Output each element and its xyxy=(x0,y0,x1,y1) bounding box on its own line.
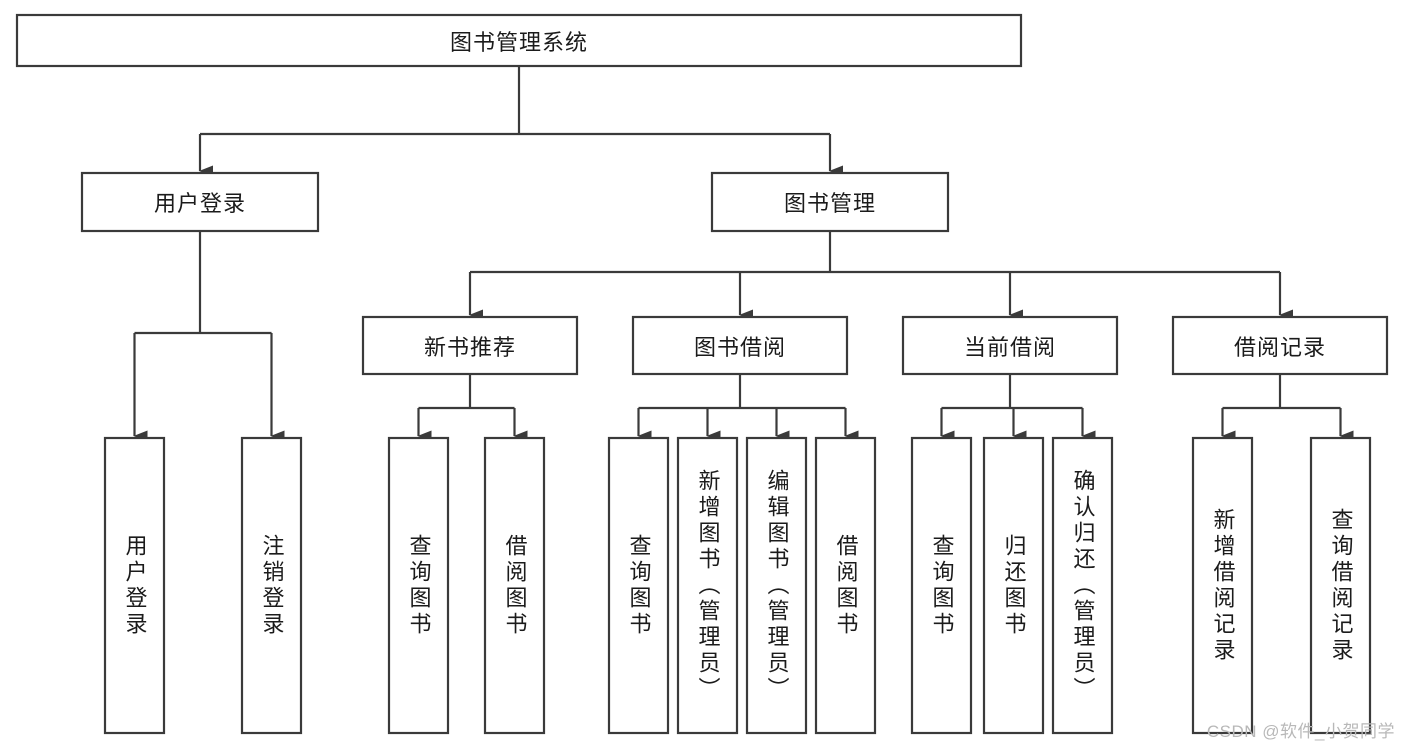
node-boxes xyxy=(15,13,1389,735)
node-box-borrow-record[interactable] xyxy=(1171,315,1389,376)
node-box-leaf-logout[interactable] xyxy=(240,436,303,735)
node-box-current-borrow[interactable] xyxy=(901,315,1119,376)
node-box-leaf-query-book-borrow[interactable] xyxy=(607,436,670,735)
connector-edges xyxy=(133,67,1354,442)
watermark-text: CSDN @软件_小贺同学 xyxy=(1206,722,1395,741)
node-box-leaf-user-login[interactable] xyxy=(103,436,166,735)
node-box-leaf-confirm-return[interactable] xyxy=(1051,436,1114,735)
node-box-leaf-add-book[interactable] xyxy=(676,436,739,735)
node-box-leaf-add-record[interactable] xyxy=(1191,436,1254,735)
node-box-user-login[interactable] xyxy=(80,171,320,233)
node-box-book-manage[interactable] xyxy=(710,171,950,233)
node-box-root[interactable] xyxy=(15,13,1023,68)
node-box-leaf-query-book-rec[interactable] xyxy=(387,436,450,735)
node-box-book-borrow[interactable] xyxy=(631,315,849,376)
node-box-leaf-return-book[interactable] xyxy=(982,436,1045,735)
node-box-leaf-borrow-book-rec[interactable] xyxy=(483,436,546,735)
node-box-leaf-query-book-cur[interactable] xyxy=(910,436,973,735)
node-box-new-book-rec[interactable] xyxy=(361,315,579,376)
node-box-leaf-edit-book[interactable] xyxy=(745,436,808,735)
node-box-leaf-query-record[interactable] xyxy=(1309,436,1372,735)
node-box-leaf-borrow-book[interactable] xyxy=(814,436,877,735)
